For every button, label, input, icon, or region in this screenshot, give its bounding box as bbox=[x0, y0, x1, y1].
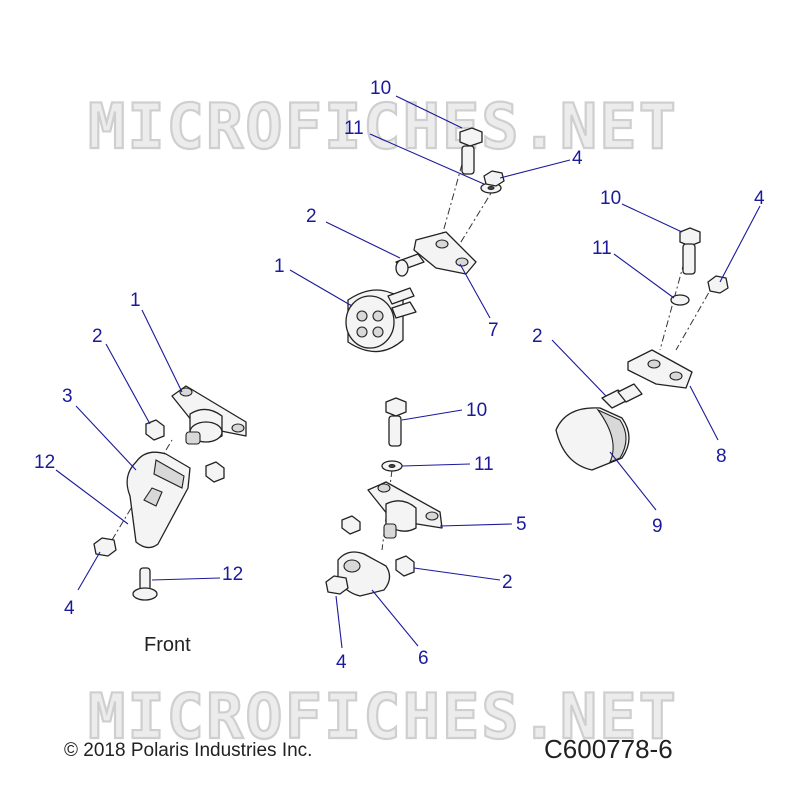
watermark-top: MICROFICHES.NET MICROFICHES.NET bbox=[87, 89, 678, 164]
callout-4: 4 bbox=[572, 148, 583, 169]
bolt-part bbox=[385, 397, 407, 447]
callout-4: 4 bbox=[336, 652, 347, 673]
assembly-top-center bbox=[345, 127, 505, 353]
svg-text:MICROFICHES.NET: MICROFICHES.NET bbox=[88, 680, 678, 753]
washer-part bbox=[670, 294, 690, 306]
callout-9: 9 bbox=[652, 516, 663, 537]
copyright-text: © 2018 Polaris Industries Inc. bbox=[64, 740, 313, 761]
bracket-part bbox=[413, 231, 477, 275]
bolt-part bbox=[459, 127, 483, 175]
bracket-part bbox=[627, 349, 693, 389]
svg-text:MICROFICHES.NET: MICROFICHES.NET bbox=[88, 90, 678, 163]
assembly-front-left bbox=[93, 385, 247, 601]
nut-part bbox=[325, 575, 349, 595]
callout-4: 4 bbox=[754, 188, 765, 209]
nut-part bbox=[707, 275, 729, 294]
callout-10: 10 bbox=[466, 400, 487, 421]
callout-11: 11 bbox=[474, 454, 494, 475]
diagram-code: C600778-6 bbox=[544, 734, 673, 764]
bolt-part bbox=[395, 555, 415, 577]
callout-leaders bbox=[55, 95, 761, 649]
callout-5: 5 bbox=[516, 514, 527, 535]
callout-3: 3 bbox=[62, 386, 73, 407]
assembly-right bbox=[555, 227, 729, 471]
callout-1: 1 bbox=[130, 290, 141, 311]
front-label: Front bbox=[144, 634, 191, 656]
callout-11: 11 bbox=[592, 238, 612, 259]
bolt-part bbox=[132, 567, 158, 601]
callout-12: 12 bbox=[222, 564, 243, 585]
callout-7: 7 bbox=[488, 320, 499, 341]
callout-labels: 10 11 4 2 1 7 10 11 4 2 8 9 1 2 3 12 4 1… bbox=[34, 78, 765, 673]
callout-10: 10 bbox=[370, 78, 391, 99]
svg-text:MICROFICHES.NET: MICROFICHES.NET bbox=[88, 680, 678, 753]
callout-2: 2 bbox=[92, 326, 103, 347]
watermark-bottom: MICROFICHES.NET MICROFICHES.NET bbox=[87, 679, 678, 754]
assembly-bottom-center bbox=[325, 397, 443, 597]
callout-2: 2 bbox=[502, 572, 513, 593]
callout-2: 2 bbox=[306, 206, 317, 227]
callout-10: 10 bbox=[600, 188, 621, 209]
bolt-part bbox=[205, 461, 225, 483]
callout-8: 8 bbox=[716, 446, 727, 467]
callout-2: 2 bbox=[532, 326, 543, 347]
engine-mount-part bbox=[367, 481, 443, 539]
bolt-part bbox=[341, 515, 361, 535]
bolt-part bbox=[679, 227, 701, 275]
callout-12: 12 bbox=[34, 452, 55, 473]
engine-mount-part bbox=[345, 287, 417, 353]
callout-4: 4 bbox=[64, 598, 75, 619]
bolt-part bbox=[145, 419, 165, 441]
callout-11: 11 bbox=[344, 118, 364, 139]
nut-part bbox=[483, 170, 505, 187]
nut-part bbox=[93, 537, 117, 557]
engine-mount-part bbox=[171, 385, 247, 445]
callout-1: 1 bbox=[274, 256, 285, 277]
svg-text:MICROFICHES.NET: MICROFICHES.NET bbox=[88, 90, 678, 163]
callout-6: 6 bbox=[418, 648, 429, 669]
